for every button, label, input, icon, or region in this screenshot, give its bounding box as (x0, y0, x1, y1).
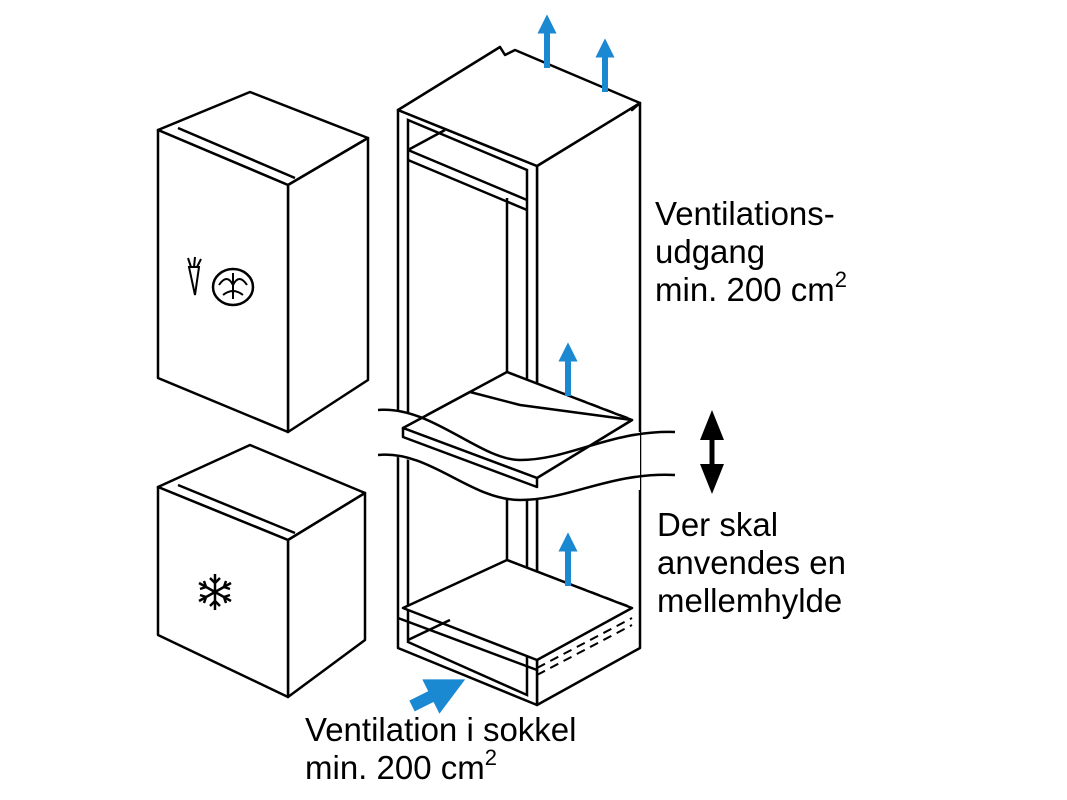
fridge-module (156, 90, 370, 434)
vegetables-icon (187, 256, 255, 307)
plinth-line1: Ventilation i sokkel (305, 711, 577, 748)
freezer-module (156, 443, 367, 699)
plinth-area-text: min. 200 cm (305, 749, 485, 786)
airflow-arrow-icon (409, 14, 615, 714)
plinth-sup: 2 (484, 745, 497, 770)
shelf-line3: mellemhylde (657, 582, 843, 619)
snowflake-icon (198, 574, 232, 610)
cabinet-niche (377, 45, 676, 707)
outlet-area-text: min. 200 cm (655, 271, 835, 308)
outlet-line3: min. 200 cm2 (655, 269, 847, 309)
plinth-line2: min. 200 cm2 (305, 747, 577, 787)
plinth-label: Ventilation i sokkel min. 200 cm2 (305, 711, 577, 787)
adjust-height-double-arrow-icon (700, 410, 724, 494)
shelf-line1: Der skal (657, 506, 779, 543)
shelf-label: Der skal anvendes en mellemhylde (657, 506, 846, 620)
outlet-sup: 2 (834, 267, 847, 292)
outlet-label: Ventilations- udgang min. 200 cm2 (655, 195, 847, 309)
outlet-line1: Ventilations- (655, 195, 835, 232)
shelf-line2: anvendes en (657, 544, 846, 581)
outlet-line2: udgang (655, 233, 766, 270)
